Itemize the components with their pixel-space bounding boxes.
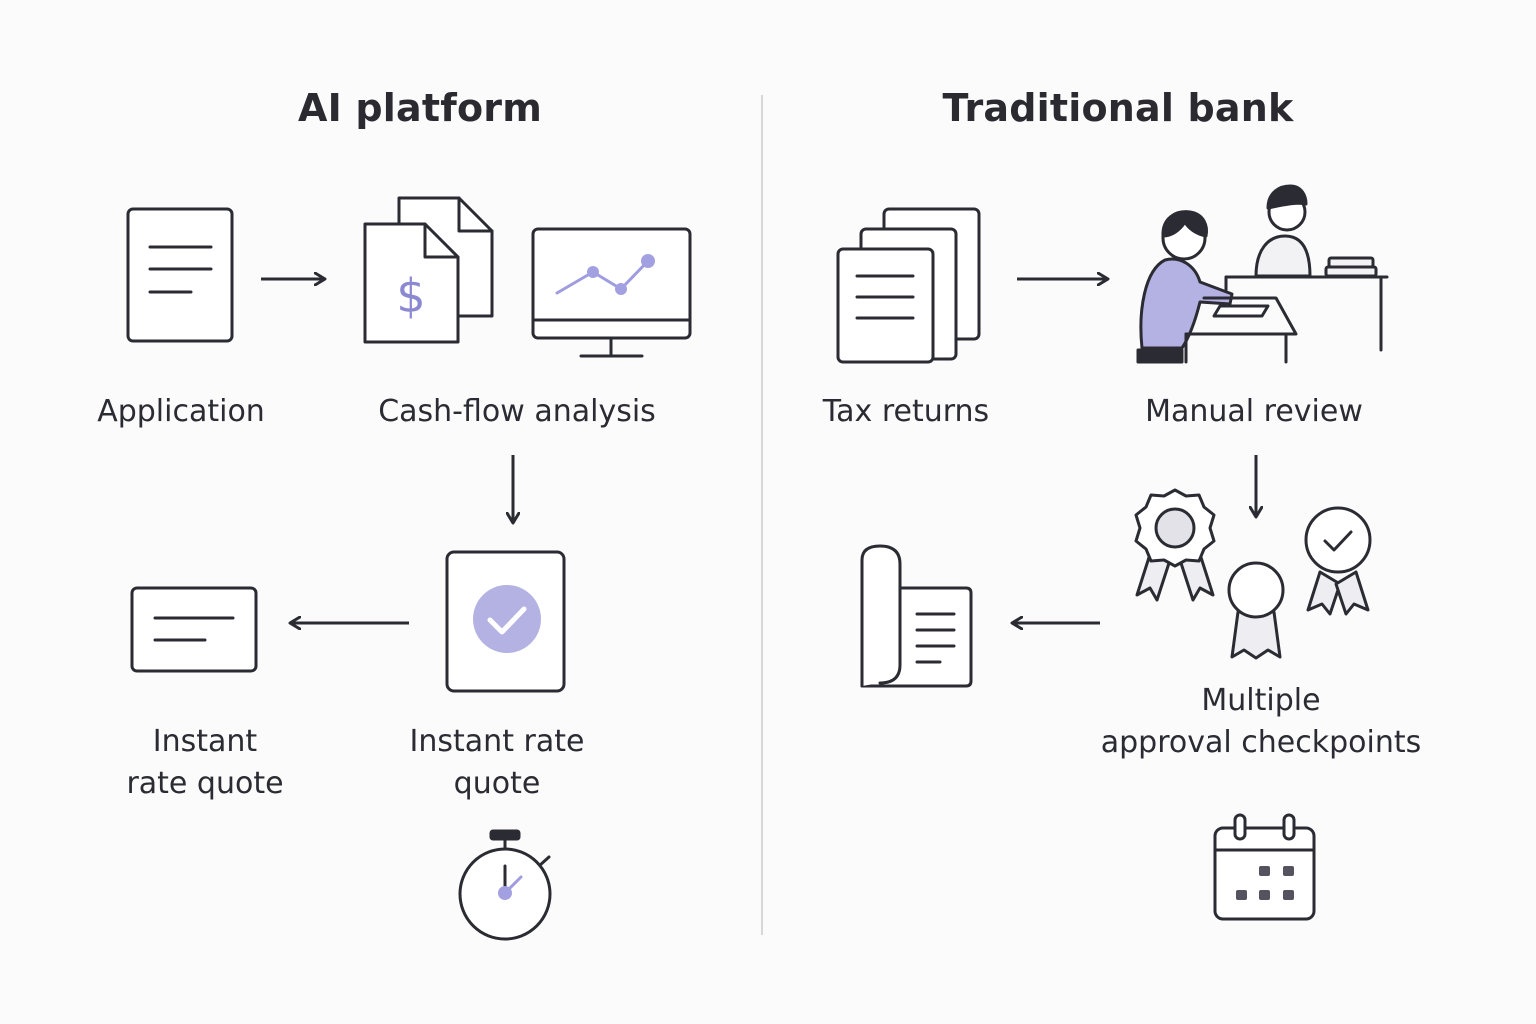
check-document-icon [445, 550, 566, 693]
approvals-line2: approval checkpoints [1100, 725, 1422, 760]
approvals-line1: Multiple [1201, 683, 1321, 718]
calendar-icon [1213, 813, 1316, 921]
traditional-bank-heading: Traditional bank [942, 86, 1294, 130]
instant-rate-quote-left-label: Instant rate quote [108, 721, 302, 805]
award-ribbons-icon [1134, 488, 1372, 660]
svg-text:$: $ [396, 269, 425, 323]
quote-card-icon [130, 586, 258, 673]
instant-rate-left-line2: rate quote [126, 766, 284, 801]
instant-rate-right-line1: Instant rate [409, 724, 585, 759]
approval-checkpoints-label: Multiple approval checkpoints [1086, 680, 1436, 764]
chart-monitor-icon [531, 227, 692, 358]
column-divider [761, 95, 763, 935]
people-desk-icon [1136, 184, 1389, 364]
ai-platform-heading: AI platform [298, 86, 542, 130]
stopwatch-icon [458, 829, 552, 941]
application-label: Application [97, 394, 265, 429]
manual-review-label: Manual review [1145, 394, 1363, 429]
stacked-documents-icon [836, 207, 981, 364]
document-icon [126, 207, 234, 343]
instant-rate-quote-right-label: Instant rate quote [390, 721, 604, 805]
dollar-documents-icon: $ [363, 196, 494, 344]
cashflow-analysis-label: Cash-flow analysis [378, 394, 656, 429]
scroll-document-icon [860, 544, 973, 688]
instant-rate-right-line2: quote [453, 766, 541, 801]
instant-rate-left-line1: Instant [152, 724, 258, 759]
tax-returns-label: Tax returns [822, 394, 990, 429]
